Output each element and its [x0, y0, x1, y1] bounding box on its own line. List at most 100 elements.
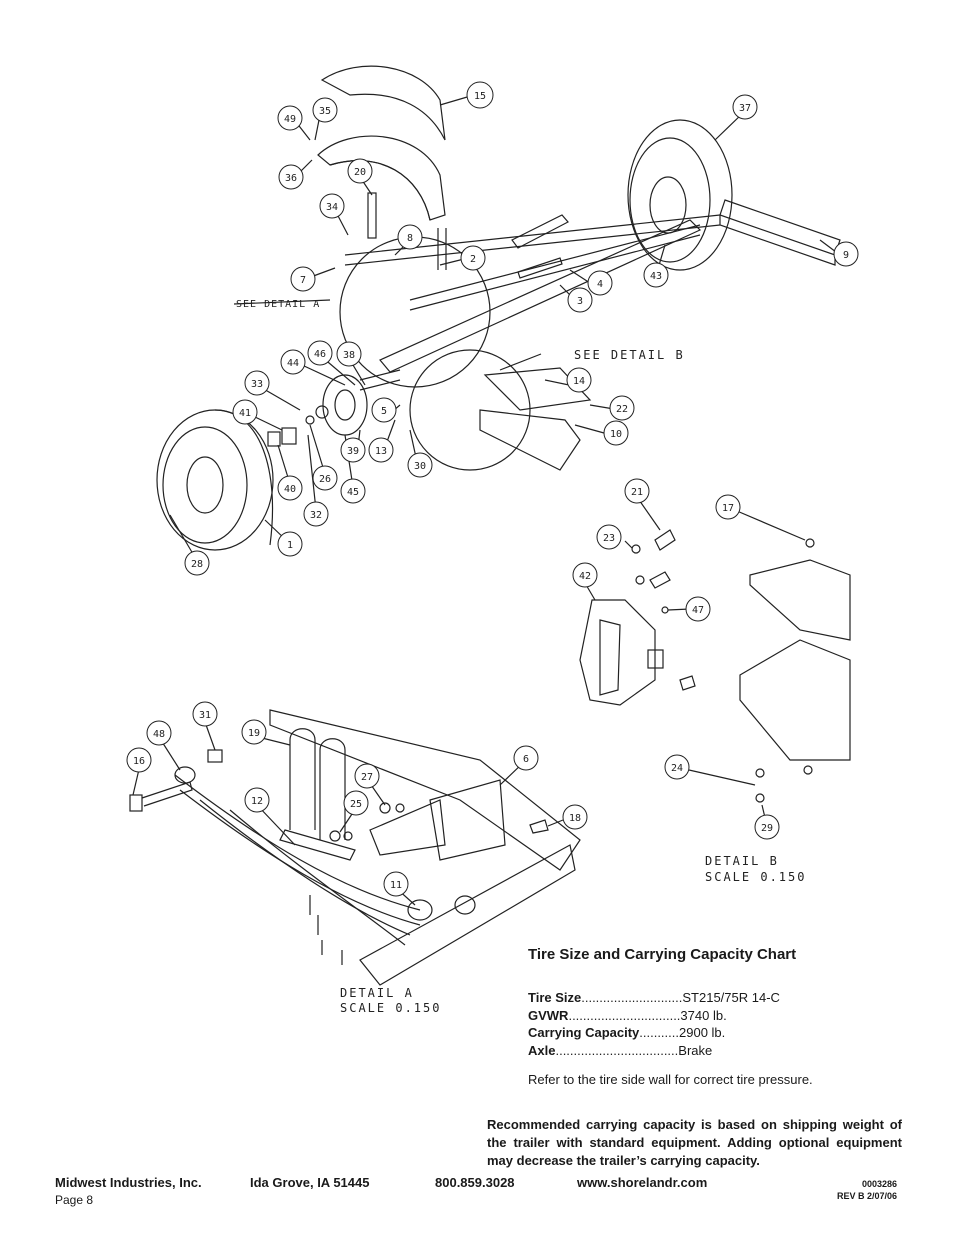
detail-labels: SEE DETAIL A SEE DETAIL B DETAIL A SCALE…	[236, 299, 806, 1015]
svg-text:27: 27	[361, 772, 373, 783]
svg-text:5: 5	[381, 406, 387, 417]
svg-text:49: 49	[284, 114, 296, 125]
svg-text:4: 4	[597, 279, 603, 290]
svg-text:28: 28	[191, 559, 203, 570]
svg-text:20: 20	[354, 167, 366, 178]
svg-text:25: 25	[350, 799, 362, 810]
balloon: 45	[340, 478, 366, 504]
spec-row-axle: Axle..................................Br…	[528, 1042, 848, 1060]
svg-text:13: 13	[375, 446, 387, 457]
svg-text:19: 19	[248, 728, 260, 739]
balloon: 19	[241, 719, 267, 745]
balloon: 15	[466, 81, 494, 109]
svg-text:40: 40	[284, 484, 296, 495]
balloon: 27	[354, 763, 380, 789]
svg-text:26: 26	[319, 474, 331, 485]
balloon: 22	[609, 395, 635, 421]
spec-dots: ............................	[581, 990, 683, 1005]
balloon: 37	[732, 94, 758, 120]
svg-text:48: 48	[153, 729, 165, 740]
balloon: 26	[312, 465, 338, 491]
svg-text:41: 41	[239, 408, 251, 419]
balloon: 29	[754, 814, 780, 840]
spec-label: Carrying Capacity	[528, 1025, 640, 1040]
see-detail-a-label: SEE DETAIL A	[236, 299, 320, 310]
spec-dots: ...............................	[568, 1007, 681, 1023]
detail-b-title: DETAIL B	[705, 854, 779, 868]
balloon: 49	[277, 105, 303, 131]
svg-text:47: 47	[692, 605, 704, 616]
svg-text:2: 2	[470, 254, 476, 265]
svg-text:35: 35	[319, 106, 331, 117]
balloon: 23	[596, 524, 622, 550]
balloon: 16	[126, 747, 152, 773]
balloon: 35	[312, 97, 338, 123]
see-detail-b-label: SEE DETAIL B	[574, 348, 685, 362]
footer-phone: 800.859.3028	[435, 1175, 515, 1190]
balloon: 9	[833, 241, 859, 267]
document-number: 0003286 REV B 2/07/06	[837, 1178, 897, 1202]
balloon: 17	[715, 494, 741, 520]
detail-b-scale: SCALE 0.150	[705, 870, 806, 884]
footer-company: Midwest Industries, Inc.	[55, 1175, 202, 1190]
svg-text:14: 14	[573, 376, 585, 387]
balloon: 40	[277, 475, 303, 501]
spec-value: ST215/75R 14-C	[682, 990, 780, 1005]
balloon: 18	[562, 804, 588, 830]
balloon: 32	[303, 501, 329, 527]
tire-pressure-note: Refer to the tire side wall for correct …	[528, 1072, 813, 1087]
spec-label: GVWR	[528, 1007, 569, 1023]
balloon: 8	[397, 224, 423, 250]
spec-value: 2900 lb.	[679, 1025, 726, 1040]
capacity-spec-list: Tire Size............................ST2…	[528, 989, 848, 1059]
part-balloons: 15 49 35 36 20 34 8 2 7 37 9 43 4 3 44 4…	[126, 81, 859, 897]
svg-text:32: 32	[310, 510, 322, 521]
balloon: 34	[319, 193, 345, 219]
spec-dots: ..................................	[555, 1042, 679, 1058]
spec-row-gvwr: GVWR...............................3740 …	[528, 1007, 848, 1025]
spec-value: 3740 lb.	[680, 1007, 727, 1023]
balloon: 13	[368, 437, 394, 463]
svg-text:45: 45	[347, 487, 359, 498]
balloon: 6	[513, 745, 539, 771]
svg-text:10: 10	[610, 429, 622, 440]
svg-text:43: 43	[650, 271, 662, 282]
svg-text:42: 42	[579, 571, 591, 582]
doc-revision: REV B 2/07/06	[836, 1191, 897, 1201]
spec-row-carrying-capacity: Carrying Capacity...........2900 lb.	[528, 1024, 848, 1042]
page-number: Page 8	[55, 1193, 94, 1207]
balloon: 36	[278, 164, 304, 190]
balloon: 28	[184, 550, 210, 576]
svg-text:36: 36	[285, 173, 297, 184]
balloon: 12	[244, 787, 270, 813]
balloon: 24	[664, 754, 690, 780]
carrying-capacity-note: Recommended carrying capacity is based o…	[487, 1117, 902, 1168]
svg-text:29: 29	[761, 823, 773, 834]
svg-text:24: 24	[671, 763, 683, 774]
svg-text:7: 7	[300, 275, 306, 286]
svg-text:16: 16	[133, 756, 145, 767]
capacity-chart-title: Tire Size and Carrying Capacity Chart	[528, 946, 797, 963]
svg-text:22: 22	[616, 404, 628, 415]
detail-a-title: DETAIL A	[340, 986, 414, 1000]
svg-text:44: 44	[287, 358, 299, 369]
spec-value: Brake	[678, 1042, 713, 1058]
svg-text:6: 6	[523, 754, 529, 765]
footer-location: Ida Grove, IA 51445	[250, 1175, 370, 1190]
balloon: 41	[232, 399, 258, 425]
svg-text:18: 18	[569, 813, 581, 824]
spec-label: Axle	[528, 1042, 556, 1058]
diagram-linework	[129, 65, 851, 986]
svg-text:12: 12	[251, 796, 263, 807]
balloon: 25	[343, 790, 369, 816]
balloon: 33	[244, 370, 270, 396]
balloon: 39	[340, 437, 366, 463]
svg-text:1: 1	[287, 540, 293, 551]
svg-text:3: 3	[577, 296, 583, 307]
svg-text:17: 17	[722, 503, 734, 514]
balloon: 7	[290, 266, 316, 292]
balloon: 2	[460, 245, 486, 271]
balloon: 30	[407, 452, 433, 478]
footer-website[interactable]: www.shorelandr.com	[577, 1175, 708, 1190]
balloon: 11	[383, 871, 409, 897]
